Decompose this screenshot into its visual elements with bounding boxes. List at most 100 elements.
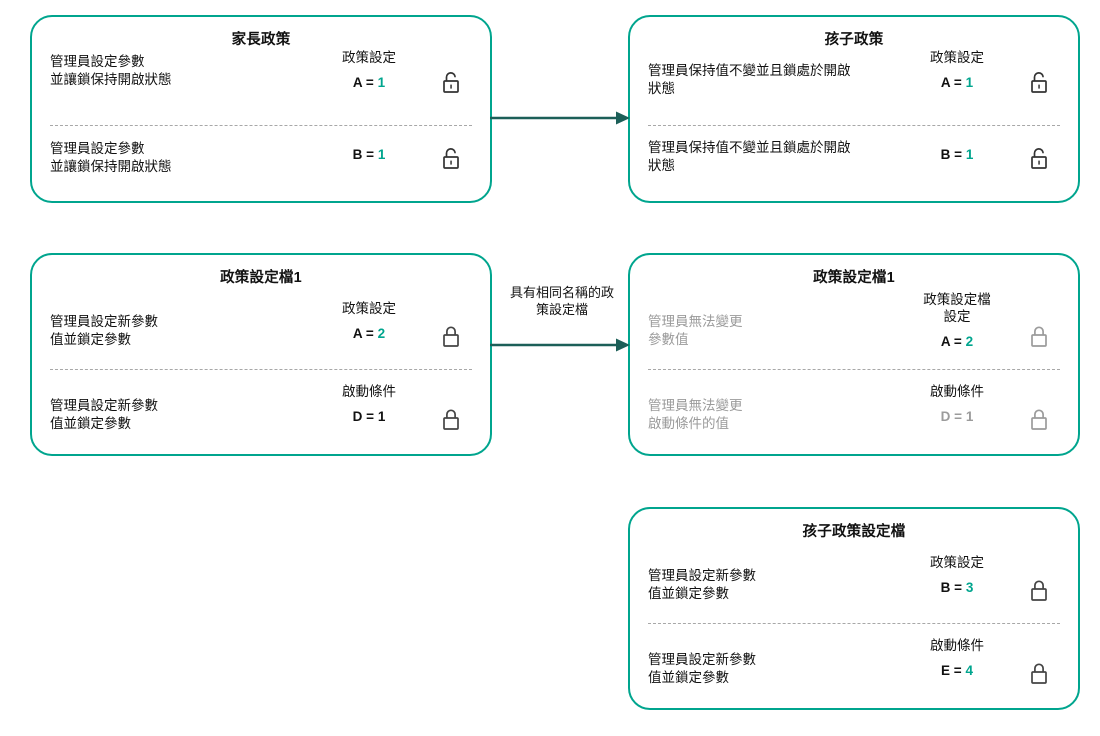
row-lock[interactable] [1016,370,1062,431]
locked-padlock-icon [1031,580,1047,601]
value-separator: = [362,409,378,424]
row-description: 管理員設定新參數 值並鎖定參數 [648,652,756,685]
row-value: D = 1 [898,409,1016,424]
value-key: A [940,334,951,349]
row-lock[interactable] [428,126,474,170]
locked-padlock-icon [1031,326,1047,347]
locked-padlock-icon [1031,663,1047,684]
locked-padlock-icon [443,326,459,347]
value-separator: = [362,147,378,162]
table-row: 管理員設定參數 並讓鎖保持開啟狀態 政策設定 A = 1 [32,49,490,125]
row-lock[interactable] [1016,287,1062,348]
row-value: B = 3 [898,580,1016,595]
row-value-column: 政策設定 B = 3 [898,541,1016,595]
value-number: 1 [965,75,974,90]
table-row: 管理員保持值不變並且鎖處於開啟 狀態 政策設定 A = 1 [630,49,1078,125]
row-value-column: 啟動條件 D = 1 [310,370,428,424]
row-group-label: 政策設定 [930,50,984,65]
locked-padlock-icon [443,409,459,430]
row-divider [648,125,1060,126]
card-policy-profile-1-left: 政策設定檔1 管理員設定新參數 值並鎖定參數 政策設定 A = 2 [30,253,492,456]
value-number: 2 [965,334,974,349]
unlocked-padlock-icon [443,72,459,93]
row-group-label: 政策設定 [342,301,396,316]
value-key: A [352,326,363,341]
row-divider [50,125,472,126]
row-value-column: 政策設定檔 設定 A = 2 [898,287,1016,349]
card-title: 孩子政策 [824,32,884,48]
card-rows: 管理員設定參數 並讓鎖保持開啟狀態 政策設定 A = 1 [32,49,490,206]
value-separator: = [950,409,966,424]
value-separator: = [950,663,966,678]
row-value: B = 1 [898,147,1016,162]
arrow-middle-label: 具有相同名稱的政 策設定檔 [509,285,614,317]
card-rows: 管理員設定新參數 值並鎖定參數 政策設定 A = 2 管理員設定新參數 值並鎖定… [32,287,490,460]
row-description: 管理員無法變更 參數值 [648,314,743,347]
value-separator: = [362,326,378,341]
card-title: 孩子政策設定檔 [802,524,906,540]
row-description: 管理員設定新參數 值並鎖定參數 [50,314,158,347]
table-row: 管理員設定新參數 值並鎖定參數 啟動條件 D = 1 [32,370,490,454]
row-group-label: 啟動條件 [342,384,396,399]
value-separator: = [950,334,966,349]
value-number: 1 [965,409,974,424]
row-lock[interactable] [1016,126,1062,170]
row-value: A = 2 [310,326,428,341]
value-key: D [352,409,363,424]
card-title: 政策設定檔1 [813,270,895,286]
row-description: 管理員設定新參數 值並鎖定參數 [648,568,756,601]
row-value-column: 啟動條件 E = 4 [898,624,1016,678]
arrow-middle [490,338,630,352]
row-lock[interactable] [1016,541,1062,602]
value-separator: = [362,75,378,90]
row-value: B = 1 [310,147,428,162]
card-rows: 管理員無法變更 參數值 政策設定檔 設定 A = 2 管理員無法變更 啟動條件的… [630,287,1078,460]
row-divider [648,369,1060,370]
value-key: E [941,663,951,678]
value-separator: = [950,580,966,595]
table-row: 管理員設定新參數 值並鎖定參數 政策設定 A = 2 [32,287,490,369]
card-title: 政策設定檔1 [220,270,302,286]
unlocked-padlock-icon [1031,148,1047,169]
locked-padlock-icon [1031,409,1047,430]
row-value-column: 政策設定 A = 2 [310,287,428,341]
unlocked-padlock-icon [443,148,459,169]
row-group-label: 政策設定 [342,50,396,65]
row-divider [50,369,472,370]
table-row: 管理員設定新參數 值並鎖定參數 啟動條件 E = 4 [630,624,1078,708]
row-value-column: B = 1 [898,126,1016,162]
row-lock[interactable] [1016,49,1062,94]
row-group-label: 啟動條件 [930,384,984,399]
table-row: 管理員無法變更 參數值 政策設定檔 設定 A = 2 [630,287,1078,369]
arrow-top [490,111,630,125]
row-group-label: 政策設定檔 設定 [923,292,991,324]
row-lock[interactable] [428,370,474,431]
card-parent-policy: 家長政策 管理員設定參數 並讓鎖保持開啟狀態 政策設定 A = 1 [30,15,492,203]
unlocked-padlock-icon [1031,72,1047,93]
table-row: 管理員無法變更 啟動條件的值 啟動條件 D = 1 [630,370,1078,454]
row-lock[interactable] [428,49,474,94]
card-rows: 管理員保持值不變並且鎖處於開啟 狀態 政策設定 A = 1 [630,49,1078,206]
row-description: 管理員設定參數 並讓鎖保持開啟狀態 [50,141,172,174]
row-value: A = 1 [310,75,428,90]
row-value-column: B = 1 [310,126,428,162]
value-key: A [940,75,951,90]
value-number: 1 [965,147,974,162]
row-value: A = 1 [898,75,1016,90]
value-key: B [352,147,363,162]
card-child-policy: 孩子政策 管理員保持值不變並且鎖處於開啟 狀態 政策設定 A = 1 [628,15,1080,203]
value-number: 2 [377,326,386,341]
row-lock[interactable] [1016,624,1062,685]
card-child-policy-profile: 孩子政策設定檔 管理員設定新參數 值並鎖定參數 政策設定 B = 3 [628,507,1080,710]
card-title: 家長政策 [231,32,291,48]
value-key: D [940,409,951,424]
row-group-label: 啟動條件 [930,638,984,653]
row-lock[interactable] [428,287,474,348]
row-description: 管理員無法變更 啟動條件的值 [648,398,743,431]
row-value-column: 政策設定 A = 1 [310,49,428,90]
value-key: A [352,75,363,90]
card-policy-profile-1-right: 政策設定檔1 管理員無法變更 參數值 政策設定檔 設定 A = 2 [628,253,1080,456]
value-key: B [940,147,951,162]
value-number: 4 [965,663,973,678]
